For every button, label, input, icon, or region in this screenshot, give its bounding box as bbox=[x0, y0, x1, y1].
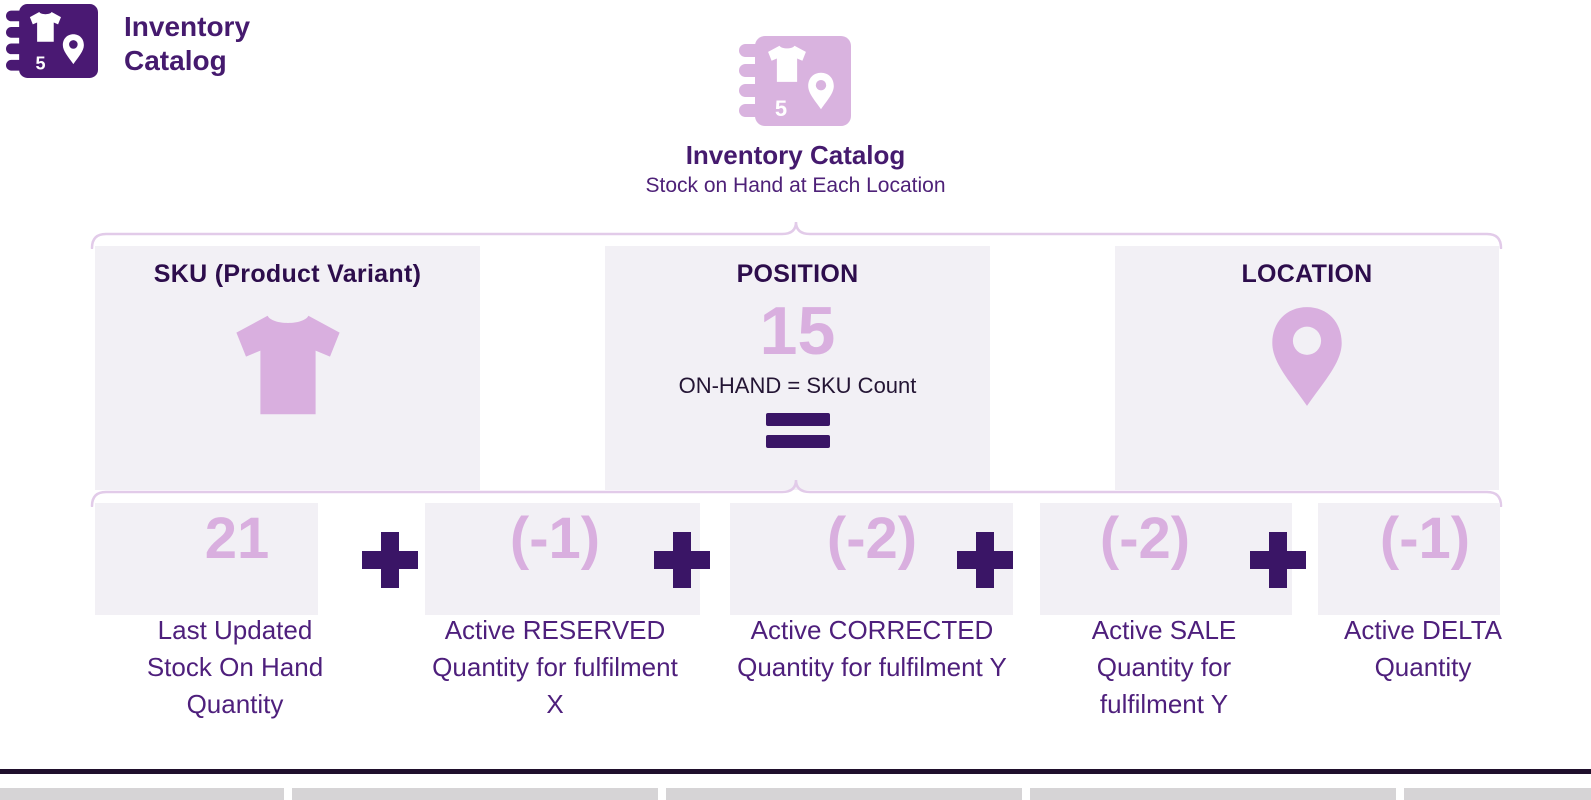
bottom-divider bbox=[0, 769, 1591, 774]
icon-badge: 5 bbox=[35, 54, 45, 74]
app-title-line1: Inventory bbox=[124, 11, 251, 42]
term-panel bbox=[95, 503, 318, 615]
position-value: 15 bbox=[759, 293, 836, 369]
term-value: 21 bbox=[204, 506, 270, 571]
pin-hole bbox=[815, 80, 827, 91]
page-edge-block bbox=[1030, 788, 1396, 800]
term-label: Active RESERVED Quantity for fulfilment … bbox=[432, 615, 678, 719]
tshirt-icon bbox=[235, 315, 340, 415]
sku-panel: SKU (Product Variant) bbox=[95, 246, 480, 490]
term-label: Active DELTA Quantity bbox=[1344, 615, 1502, 682]
inventory-catalog-icon-large: 5 bbox=[739, 36, 851, 126]
plus-operator bbox=[957, 532, 1013, 588]
app-title: Inventory Catalog bbox=[124, 10, 250, 78]
diagram-title: Inventory Catalog bbox=[685, 140, 906, 170]
top-brace bbox=[90, 221, 1503, 249]
location-panel: LOCATION bbox=[1115, 246, 1499, 490]
term-value: (-1) bbox=[1379, 506, 1471, 571]
page-edge-block bbox=[0, 788, 284, 800]
equals-bar bbox=[765, 413, 830, 426]
diagram-subtitle: Stock on Hand at Each Location bbox=[645, 174, 946, 197]
position-panel: POSITION 15 ON-HAND = SKU Count bbox=[605, 246, 990, 490]
location-panel-header: LOCATION bbox=[1241, 260, 1373, 288]
term-label: Last Updated Stock On Hand Quantity bbox=[146, 615, 324, 719]
term-value: (-2) bbox=[826, 506, 918, 571]
pin-hole bbox=[69, 40, 78, 49]
term-label: Active SALE Quantity for fulfilment Y bbox=[1091, 615, 1237, 719]
page-edge-block bbox=[1404, 788, 1591, 800]
equals-operator bbox=[765, 413, 830, 448]
icon-badge: 5 bbox=[775, 96, 787, 121]
app-title-line2: Catalog bbox=[124, 45, 227, 76]
position-panel-header: POSITION bbox=[736, 260, 859, 288]
plus-operator bbox=[654, 532, 710, 588]
page-edge-block bbox=[292, 788, 658, 800]
plus-operator bbox=[1250, 532, 1306, 588]
term-value: (-2) bbox=[1099, 506, 1191, 571]
equals-bar bbox=[765, 435, 830, 448]
plus-operator bbox=[362, 532, 418, 588]
pin-hole bbox=[1292, 326, 1322, 355]
sku-panel-header: SKU (Product Variant) bbox=[153, 260, 422, 288]
inventory-catalog-icon: 5 bbox=[6, 4, 98, 78]
term-label: Active CORRECTED Quantity for fulfilment… bbox=[737, 615, 1007, 682]
bottom-brace bbox=[90, 479, 1503, 507]
term-value: (-1) bbox=[509, 506, 601, 571]
term-panel bbox=[1318, 503, 1500, 615]
page-edge-block bbox=[666, 788, 1022, 800]
app-logo: 5 Inventory Catalog bbox=[6, 4, 250, 78]
location-pin-icon bbox=[1272, 307, 1342, 406]
position-caption: ON-HAND = SKU Count bbox=[678, 373, 917, 398]
